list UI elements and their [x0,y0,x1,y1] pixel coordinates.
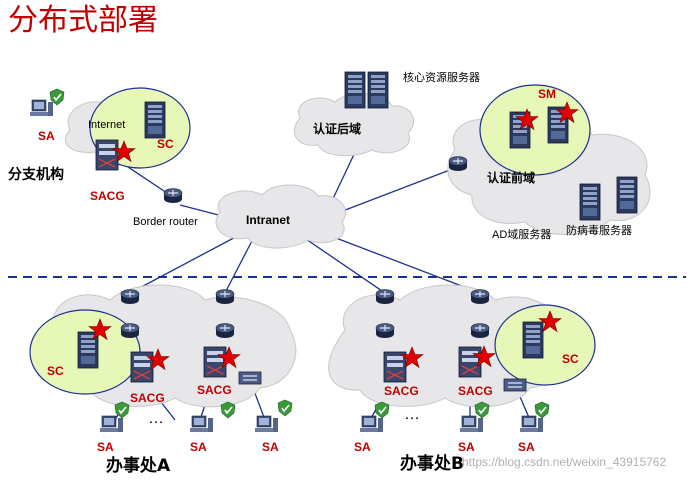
intranet-cloud-icon [215,184,347,249]
office-a-sa-2-shield-icon [220,401,236,419]
office-a-ellipsis: … [148,410,164,427]
office-b-sacg-1-icon [383,351,407,383]
office-b-sc-label: SC [562,352,579,366]
office-b-ellipsis: … [404,406,420,423]
office-b-sc-server-icon [522,321,544,359]
office-b-sa-1-label: SA [354,440,371,454]
core-zone-label: 认证后域 [313,122,362,136]
office-b-sa-3-pc-icon [519,415,544,433]
office-b-switch-icon [503,378,527,392]
office-b-sc-zone [494,304,596,386]
office-a-router-4-icon [215,322,235,339]
section-office-b-label: 办事处B [400,454,464,474]
office-a-sa-2-label: SA [190,440,207,454]
office-a-sacg-1-label: SACG [130,391,165,405]
office-b-router-2-icon [470,288,490,305]
office-b-sa-1-pc-icon [359,415,384,433]
office-b-sa-3-shield-icon [534,401,550,419]
office-a-sa-3-shield-icon [277,399,293,417]
office-b-sa-2-pc-icon [459,415,484,433]
office-a-sacg-2-label: SACG [197,383,232,397]
office-b-sacg-2-label: SACG [458,384,493,398]
pre-zone-label: 认证前域 [487,171,536,185]
office-b-sacg-2-icon [458,346,482,378]
office-a-sacg-2-icon [203,346,227,378]
branch-sa-label: SA [38,129,55,143]
branch-sc-server-icon [144,101,166,139]
office-b-router-3-icon [375,322,395,339]
branch-sa-pc-icon [29,99,54,117]
branch-sacg-firewall-icon [95,139,119,171]
office-b-router-1-icon [375,288,395,305]
office-b-sa-2-shield-icon [474,401,490,419]
office-a-switch-icon [238,371,262,385]
ad-server-icon [579,183,601,221]
office-b-sa-2-label: SA [458,440,475,454]
core-cloud-icon [294,92,414,157]
hq-router-icon [448,155,468,172]
office-a-router-2-icon [215,288,235,305]
branch-sacg-label: SACG [90,189,125,203]
ad-server-label: AD域服务器 [492,229,552,241]
office-a-router-3-icon [120,322,140,339]
border-router-icon [163,187,183,204]
core-server-2-icon [367,71,389,109]
office-a-sa-2-pc-icon [189,415,214,433]
office-a-sa-1-label: SA [97,440,114,454]
sm-label: SM [538,87,556,101]
watermark-text: https://blog.csdn.net/weixin_43915762 [462,455,667,469]
office-a-router-1-icon [120,288,140,305]
av-server-icon [616,176,638,214]
page-title: 分布式部署 [8,3,158,38]
office-b-sa-3-label: SA [518,440,535,454]
border-router-label: Border router [133,216,198,228]
office-b-sa-1-shield-icon [374,401,390,419]
intranet-label: Intranet [246,213,291,227]
office-b-router-4-icon [470,322,490,339]
office-a-sa-3-pc-icon [254,415,279,433]
office-b-sacg-1-label: SACG [384,384,419,398]
av-server-label: 防病毒服务器 [566,225,632,237]
section-office-a-label: 办事处A [106,456,171,476]
core-server-1-icon [344,71,366,109]
office-a-sa-1-pc-icon [99,415,124,433]
branch-sc-label: SC [157,137,174,151]
hq-sm-zone [479,84,591,176]
internet-label: Internet [88,119,126,131]
office-a-sa-3-label: SA [262,440,279,454]
core-server-label: 核心资源服务器 [403,72,480,84]
office-a-sc-label: SC [47,364,64,378]
section-branch-label: 分支机构 [8,167,64,183]
